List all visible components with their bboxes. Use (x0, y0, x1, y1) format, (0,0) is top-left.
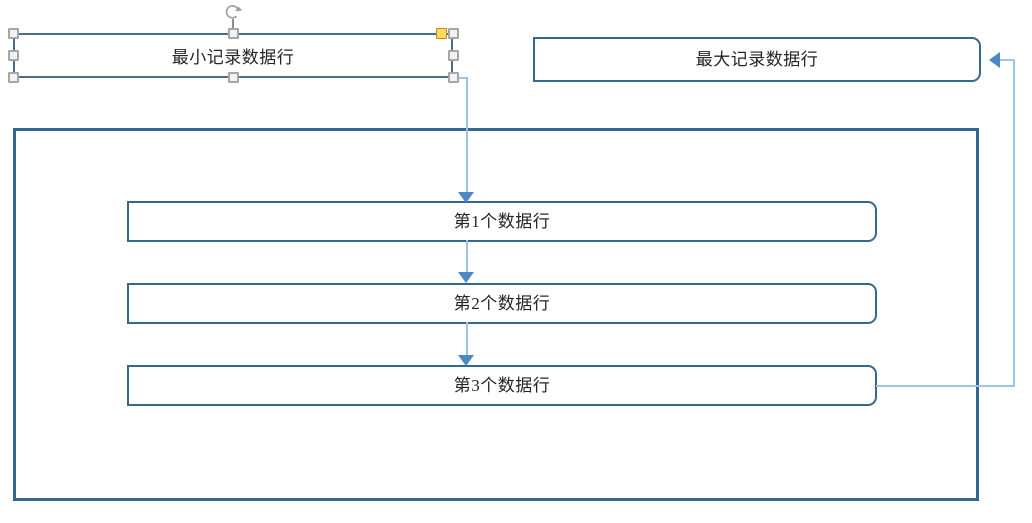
arrow-into-row3 (458, 355, 474, 366)
max-record-label: 最大记录数据行 (695, 50, 819, 69)
connector-into-max-horizontal (1000, 59, 1015, 61)
arrow-into-row1 (458, 192, 474, 203)
rotate-handle-icon[interactable] (223, 2, 243, 22)
min-record-label: 最小记录数据行 (171, 48, 295, 67)
resize-handle-top-center[interactable] (228, 28, 239, 39)
adjust-handle-icon[interactable] (436, 28, 447, 39)
outer-container-box[interactable] (13, 128, 979, 501)
resize-handle-bottom-right[interactable] (448, 72, 459, 83)
resize-handle-bottom-center[interactable] (228, 72, 239, 83)
max-record-box[interactable]: 最大记录数据行 (533, 37, 981, 82)
connector-row1-to-row2 (466, 240, 468, 273)
connector-selected-to-row1-vertical (466, 77, 468, 197)
row-box-1[interactable]: 第1个数据行 (127, 201, 877, 242)
row-box-2[interactable]: 第2个数据行 (127, 283, 877, 324)
connector-row3-to-max-horizontal (876, 385, 1015, 387)
row-box-3[interactable]: 第3个数据行 (127, 365, 877, 406)
resize-handle-middle-left[interactable] (8, 50, 19, 61)
connector-selected-to-row1-horizontal (456, 77, 468, 79)
row-box-1-label: 第1个数据行 (453, 212, 551, 231)
arrow-into-max-record (989, 52, 1000, 68)
resize-handle-middle-right[interactable] (448, 50, 459, 61)
row-box-2-label: 第2个数据行 (453, 294, 551, 313)
arrow-into-row2 (458, 272, 474, 283)
rotate-handle-stem (232, 19, 234, 34)
resize-handle-top-right[interactable] (448, 28, 459, 39)
row-box-3-label: 第3个数据行 (453, 376, 551, 395)
resize-handle-top-left[interactable] (8, 28, 19, 39)
connector-row3-to-max-vertical (1013, 59, 1015, 387)
connector-row2-to-row3 (466, 322, 468, 356)
resize-handle-bottom-left[interactable] (8, 72, 19, 83)
